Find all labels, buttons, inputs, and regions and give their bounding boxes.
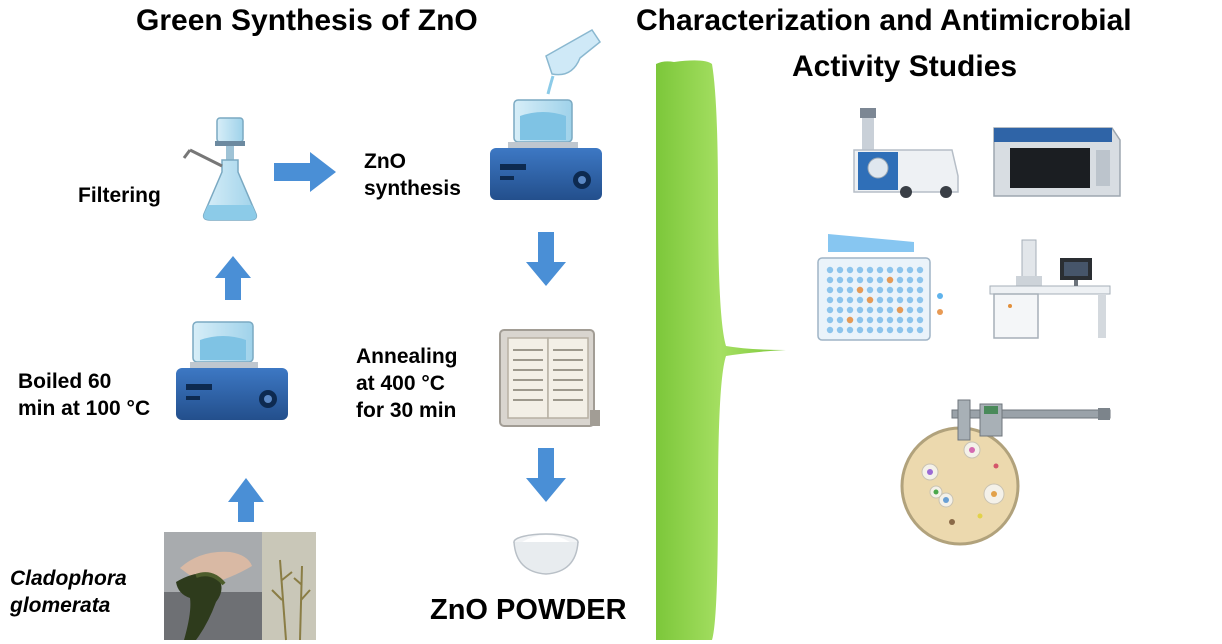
oven-icon bbox=[499, 329, 600, 427]
well-plate-icon bbox=[817, 234, 943, 341]
microscope-workstation-icon bbox=[989, 239, 1111, 339]
arrow-up-2 bbox=[215, 256, 251, 300]
petri-dish-caliper-icon bbox=[900, 399, 1111, 546]
spectrometer-icon bbox=[853, 108, 959, 198]
boiled-label-line2: min at 100 °C bbox=[18, 397, 151, 420]
hot-plate-icon bbox=[176, 321, 288, 420]
left-title: Green Synthesis of ZnO bbox=[136, 4, 478, 37]
arrow-right bbox=[274, 152, 336, 192]
bowl-icon bbox=[513, 533, 579, 575]
right-title-line2: Activity Studies bbox=[792, 50, 1018, 83]
annealing-label-line3: for 30 min bbox=[356, 399, 457, 422]
arrow-up-1 bbox=[228, 478, 264, 522]
arrow-down-2 bbox=[526, 448, 566, 502]
source-label-line1: Cladophora bbox=[10, 567, 127, 590]
arrow-down-1 bbox=[526, 232, 566, 286]
synthesis-label-line2: synthesis bbox=[364, 177, 461, 200]
synthesis-label-line1: ZnO bbox=[364, 150, 406, 173]
source-label-line2: glomerata bbox=[10, 594, 111, 617]
annealing-label-line2: at 400 °C bbox=[356, 372, 445, 395]
pouring-flask-icon bbox=[545, 29, 602, 95]
filtering-label: Filtering bbox=[78, 184, 161, 207]
right-title-line1: Characterization and Antimicrobial bbox=[636, 4, 1132, 37]
boiled-label-line1: Boiled 60 bbox=[18, 370, 112, 393]
filter-flask-icon bbox=[182, 117, 258, 221]
brace-divider bbox=[656, 60, 786, 640]
algae-photo bbox=[164, 532, 316, 641]
synthesis-hot-plate-icon bbox=[490, 99, 602, 200]
annealing-label-line1: Annealing bbox=[356, 345, 458, 368]
analyzer-icon bbox=[993, 127, 1121, 197]
powder-label: ZnO POWDER bbox=[430, 594, 627, 626]
